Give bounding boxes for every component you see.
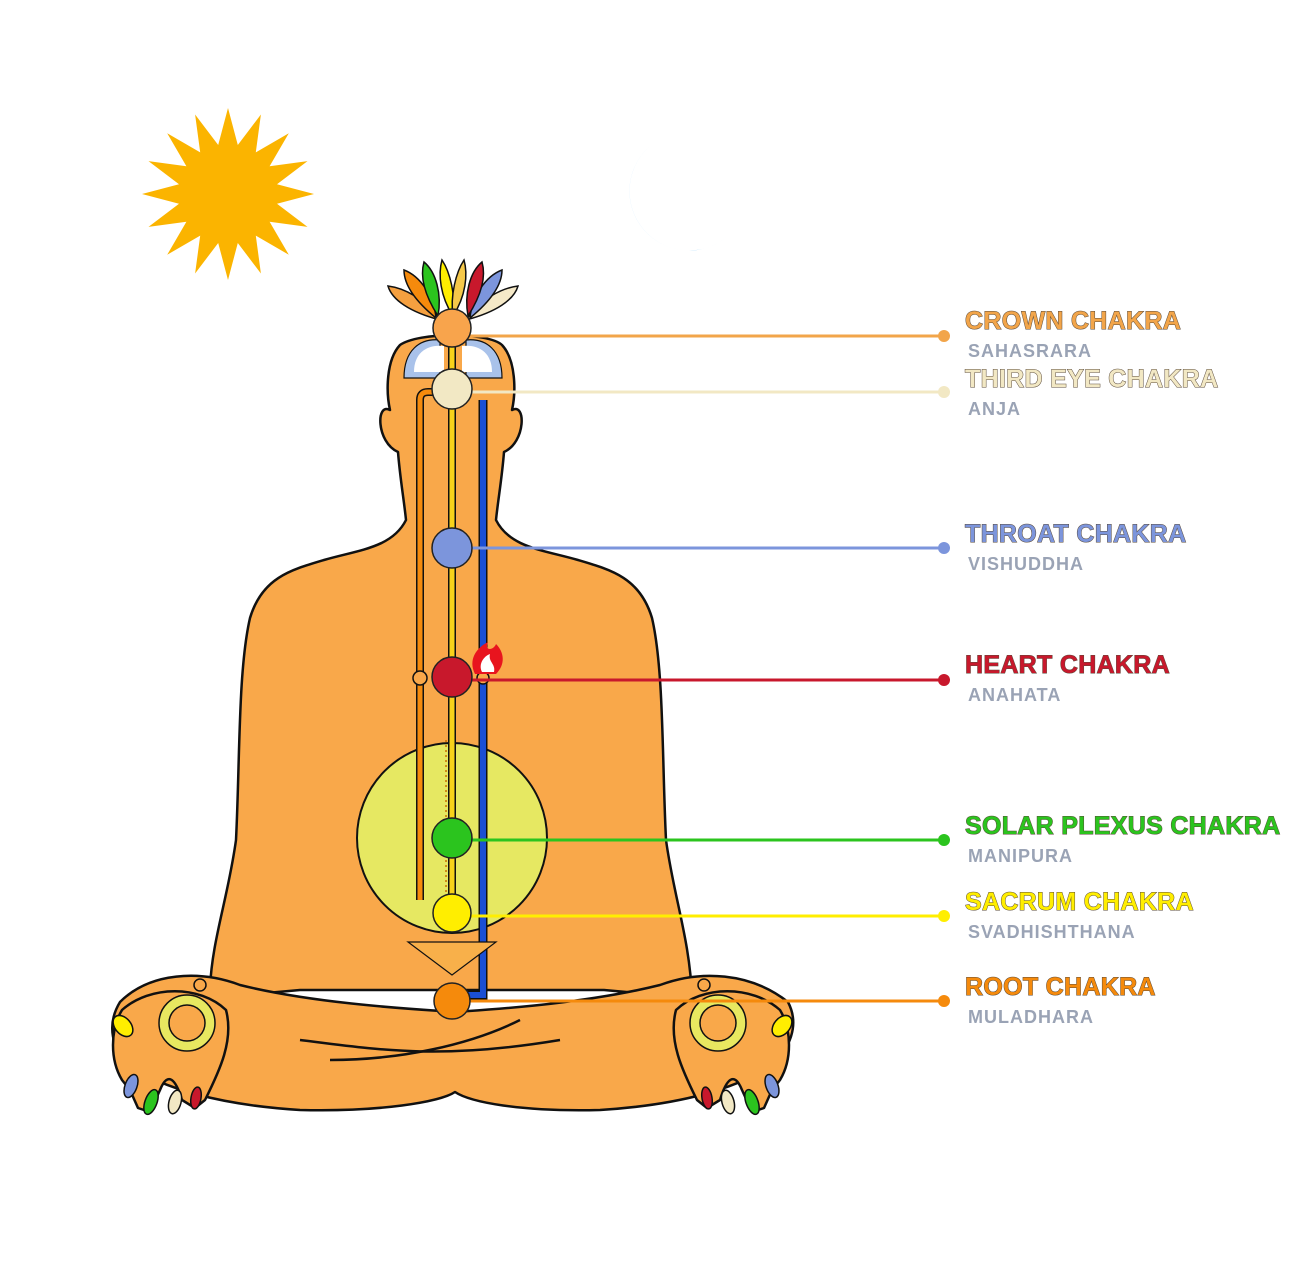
sacrum-chakra-node	[432, 893, 472, 933]
lotus-crown-icon	[386, 258, 520, 322]
sacrum-chakra-sanskrit: SVADHISHTHANA	[968, 922, 1136, 942]
root-chakra-node	[433, 982, 471, 1020]
third-eye-chakra-sanskrit: ANJA	[968, 399, 1022, 419]
solar-plexus-chakra-sanskrit: MANIPURA	[968, 846, 1073, 866]
crown-chakra-sanskrit: SAHASRARA	[968, 341, 1093, 361]
sacrum-chakra-label: SACRUM CHAKRA	[965, 888, 1195, 916]
third-eye-chakra-node	[431, 368, 473, 410]
head-energy-glow	[403, 339, 503, 379]
root-chakra-label: ROOT CHAKRA	[965, 973, 1156, 1001]
root-chakra-sanskrit: MULADHARA	[968, 1007, 1094, 1027]
palm-rings	[158, 978, 747, 1052]
throat-chakra-sanskrit: VISHUDDHA	[968, 554, 1085, 574]
chakra-connector-lines	[452, 330, 950, 1007]
flame-icon	[472, 642, 503, 674]
heart-chakra-label: HEART CHAKRA	[965, 651, 1171, 679]
solar-plexus-chakra-node	[431, 817, 473, 859]
heart-chakra-sanskrit: ANAHATA	[968, 685, 1062, 705]
throat-chakra-label: THROAT CHAKRA	[964, 520, 1187, 548]
crown-chakra-label: CROWN CHAKRA	[964, 307, 1182, 335]
sun-icon	[142, 108, 314, 280]
moon-icon	[629, 146, 728, 251]
fingertip-markers	[112, 1014, 793, 1116]
chakra-nodes	[431, 308, 473, 1020]
crown-chakra-node	[432, 308, 472, 348]
solar-plexus-chakra-label: SOLAR PLEXUS CHAKRA	[964, 812, 1281, 840]
heart-chakra-node	[431, 656, 473, 698]
throat-chakra-node	[431, 527, 473, 569]
third-eye-chakra-label: THIRD EYE CHAKRA	[964, 365, 1219, 393]
